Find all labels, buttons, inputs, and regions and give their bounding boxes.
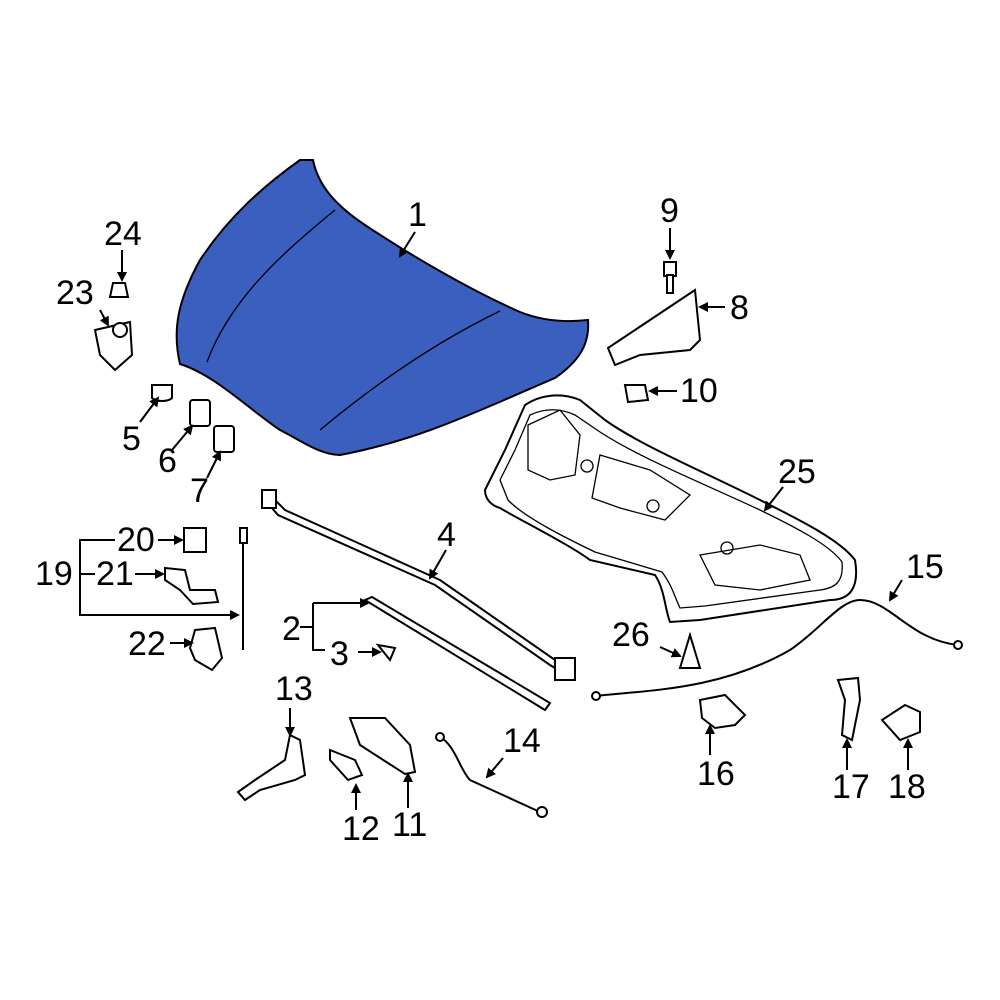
callout-17[interactable]: 17 <box>832 768 870 806</box>
support-rod[interactable] <box>239 527 248 650</box>
callout-9[interactable]: 9 <box>660 192 679 230</box>
callout-24[interactable]: 24 <box>104 215 142 253</box>
callout-23[interactable]: 23 <box>56 274 94 312</box>
callout-8[interactable]: 8 <box>730 289 749 327</box>
leader-lines <box>79 228 913 810</box>
release-cable[interactable] <box>591 598 963 701</box>
weatherstrip[interactable] <box>261 489 576 681</box>
callout-26[interactable]: 26 <box>612 616 650 654</box>
cap-icon <box>108 282 130 298</box>
callout-11[interactable]: 11 <box>392 806 428 844</box>
callout-10[interactable]: 10 <box>680 372 718 410</box>
callout-16[interactable]: 16 <box>697 755 735 793</box>
insulator-pad[interactable] <box>483 394 858 624</box>
callout-13[interactable]: 13 <box>275 670 313 708</box>
callout-25[interactable]: 25 <box>778 453 816 491</box>
callout-20[interactable]: 20 <box>117 521 155 559</box>
callout-22[interactable]: 22 <box>128 625 166 663</box>
hood-panel[interactable] <box>175 159 590 457</box>
callout-7[interactable]: 7 <box>190 472 209 510</box>
callout-6[interactable]: 6 <box>158 442 177 480</box>
callout-4[interactable]: 4 <box>437 516 456 554</box>
rod[interactable] <box>435 732 548 818</box>
callout-5[interactable]: 5 <box>122 420 141 458</box>
callout-19[interactable]: 19 <box>35 555 73 593</box>
callout-15[interactable]: 15 <box>906 548 944 586</box>
small-parts <box>93 261 921 802</box>
callout-21[interactable]: 21 <box>96 555 134 593</box>
callout-3[interactable]: 3 <box>330 635 349 673</box>
callout-18[interactable]: 18 <box>888 768 926 806</box>
callout-1[interactable]: 1 <box>408 196 427 234</box>
callout-12[interactable]: 12 <box>342 810 380 848</box>
callout-2[interactable]: 2 <box>282 610 301 648</box>
callout-14[interactable]: 14 <box>503 722 541 760</box>
